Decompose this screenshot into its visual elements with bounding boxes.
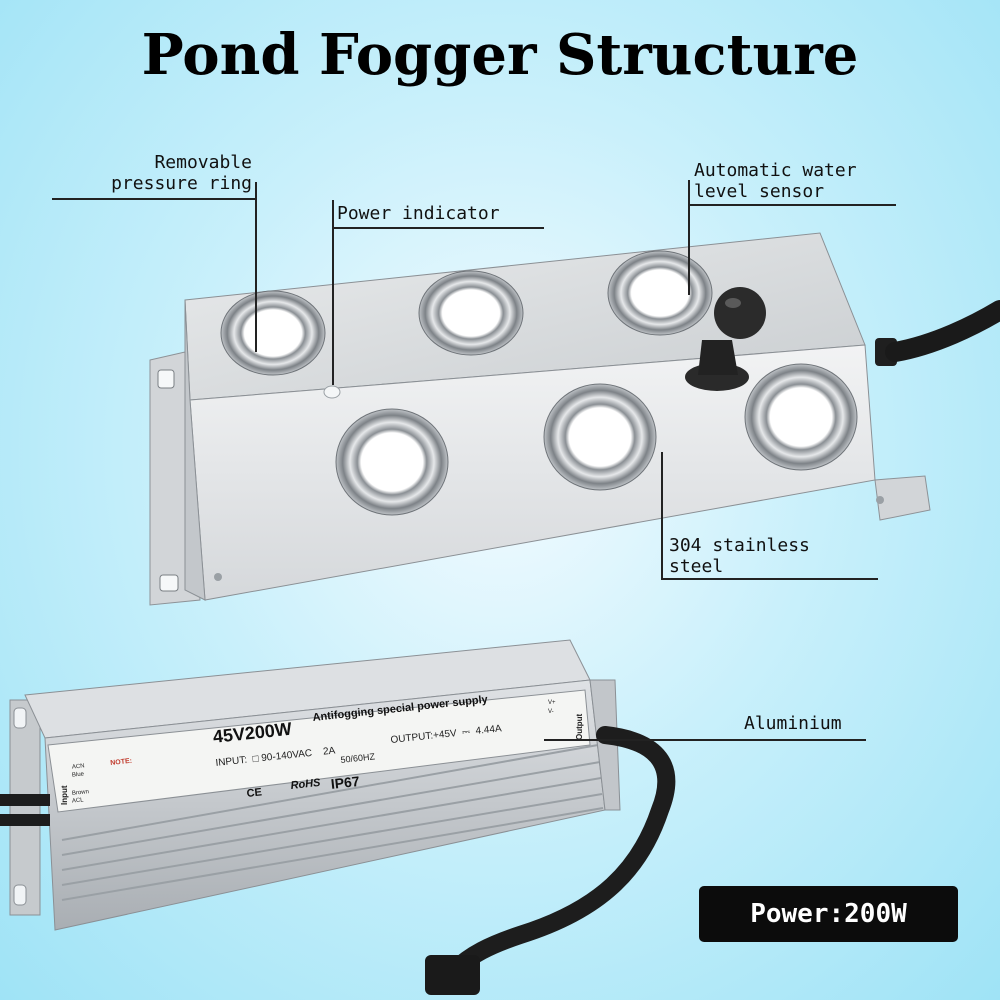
ps-wire-acl: ACL xyxy=(71,797,84,805)
power-indicator-led xyxy=(323,385,341,399)
callout-stainless-steel: 304 stainless steel xyxy=(669,535,810,577)
atomizer-ring-5 xyxy=(543,383,657,491)
ps-wire-vplus: V+ xyxy=(548,700,556,706)
atomizer-ring-3 xyxy=(607,250,713,336)
callout-water-sensor: Automatic water level sensor xyxy=(694,160,857,202)
power-supply-housing xyxy=(9,639,621,931)
ps-wire-vminus: V- xyxy=(548,709,554,715)
ps-ip-rating: IP67 xyxy=(330,772,361,792)
atomizer-ring-2 xyxy=(418,270,524,356)
callout-pressure-ring: Removable pressure ring xyxy=(111,152,252,194)
leader-line-stainless-v xyxy=(661,452,663,580)
leader-line-water-sensor-h xyxy=(688,204,896,206)
leader-line-aluminium xyxy=(544,739,866,741)
callout-power-indicator: Power indicator xyxy=(337,203,500,224)
leader-line-pressure-ring-v xyxy=(255,182,257,352)
water-level-sensor xyxy=(685,287,766,391)
leader-line-stainless-h xyxy=(663,578,878,580)
leader-line-water-sensor-v xyxy=(688,180,690,295)
fogger-power-cable xyxy=(875,300,1000,366)
leader-line-pressure-ring-h xyxy=(52,198,257,200)
power-rating-badge: Power:200W xyxy=(699,886,958,942)
atomizer-ring-1 xyxy=(220,290,326,376)
fogger-mounting-flange-right xyxy=(874,475,931,521)
atomizer-ring-6 xyxy=(744,363,858,471)
atomizer-ring-4 xyxy=(335,408,449,516)
leader-line-power-indicator-v xyxy=(332,200,334,385)
power-supply-output-cable xyxy=(425,726,676,995)
power-supply-input-cable xyxy=(0,794,50,826)
callout-aluminium: Aluminium xyxy=(744,713,842,734)
page-title: Pond Fogger Structure xyxy=(141,22,859,88)
ps-output-label: Output xyxy=(575,713,584,740)
ps-input-label: Input xyxy=(60,785,69,805)
leader-line-power-indicator-h xyxy=(334,227,544,229)
ps-wire-blue: Blue xyxy=(71,771,85,779)
ps-ce-mark: CE xyxy=(246,786,263,800)
